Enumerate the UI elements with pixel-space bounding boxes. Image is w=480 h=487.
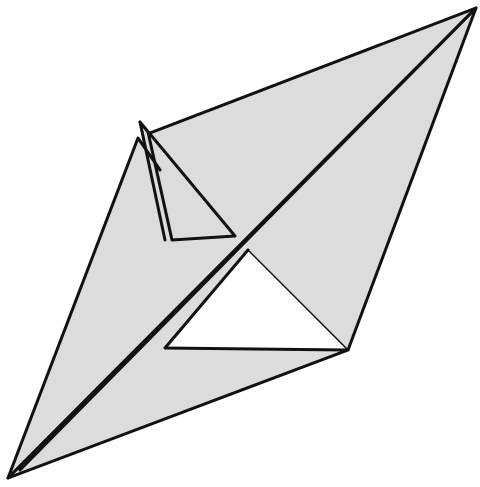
third-diagonal-fold [20,8,476,470]
